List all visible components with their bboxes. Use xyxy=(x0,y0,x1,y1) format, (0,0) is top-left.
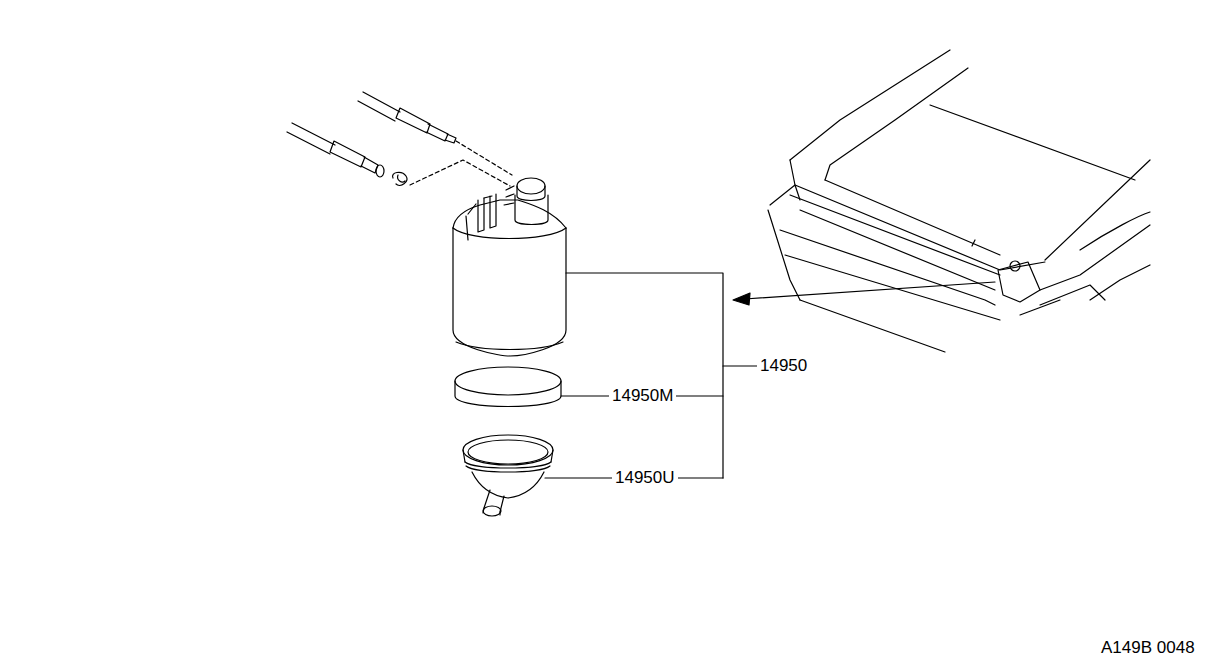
callout-number: 14950 xyxy=(757,356,810,376)
location-arrow xyxy=(733,282,995,305)
bracket-leaders xyxy=(545,273,757,478)
callout-number: 14950M xyxy=(609,386,676,406)
dashed-guides xyxy=(410,141,512,186)
hoses xyxy=(287,92,456,185)
filter-element xyxy=(455,367,561,407)
fuel-filter-body xyxy=(453,178,566,356)
filter-cup xyxy=(463,435,553,516)
callout-number: 14950U xyxy=(612,468,678,488)
drawing-code: A149B 0048 xyxy=(1098,638,1198,658)
vehicle-front xyxy=(768,50,1150,352)
